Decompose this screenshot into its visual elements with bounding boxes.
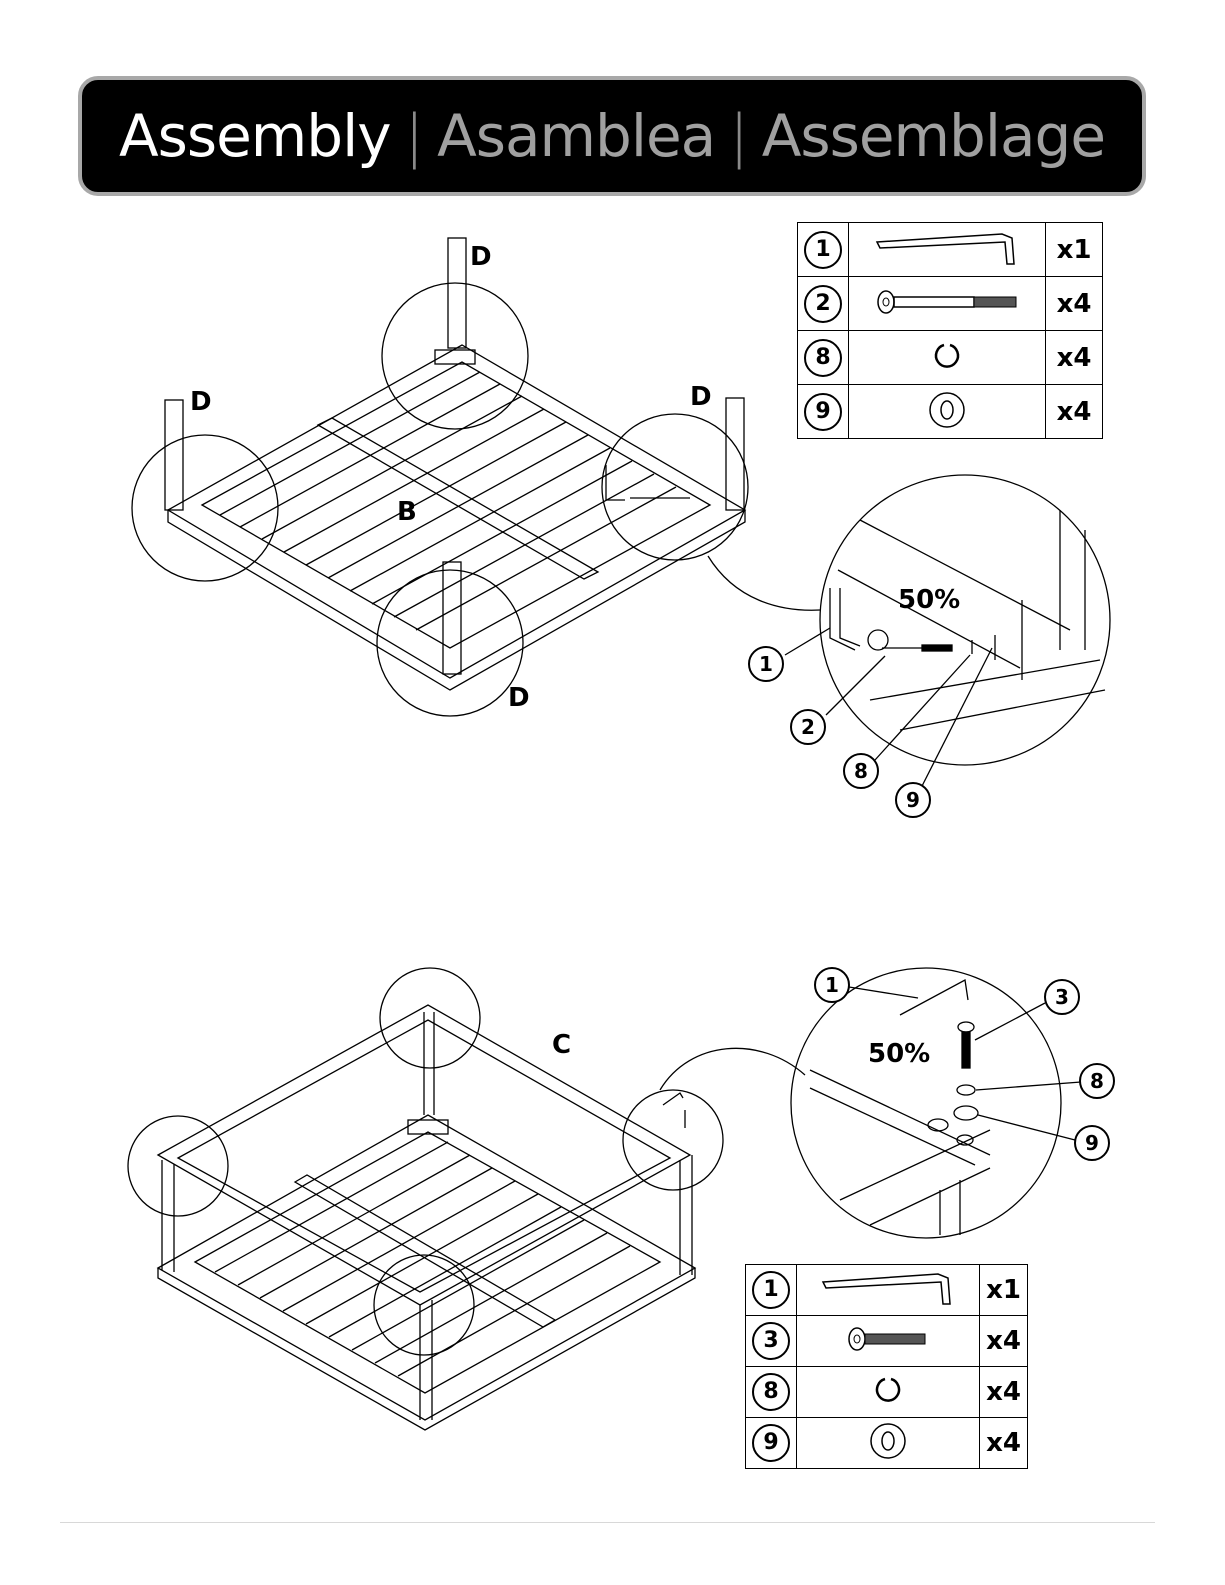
detail-circle	[374, 1255, 474, 1355]
callout-number: 1	[825, 973, 839, 997]
footer-divider	[60, 1522, 1155, 1523]
part-number: 1	[752, 1271, 790, 1309]
flat-washer-icon	[849, 385, 1046, 439]
parts-row: 8 x4	[746, 1367, 1028, 1418]
part-number: 1	[804, 231, 842, 269]
part-number: 3	[752, 1322, 790, 1360]
part-number: 9	[804, 393, 842, 431]
part-number: 9	[752, 1424, 790, 1462]
lock-washer-icon	[849, 331, 1046, 385]
lower-frame-outer	[158, 1115, 695, 1420]
part-number: 2	[804, 285, 842, 323]
part-quantity: x4	[1046, 331, 1103, 385]
allen-key-icon	[849, 223, 1046, 277]
parts-row: 9 x4	[746, 1418, 1028, 1469]
detail-percent: 50%	[868, 1039, 930, 1069]
parts-row: 1 x1	[798, 223, 1103, 277]
callout-number: 9	[1085, 1131, 1099, 1155]
long-bolt-icon	[849, 277, 1046, 331]
allen-key-icon	[797, 1265, 980, 1316]
detail-connector	[660, 1048, 805, 1090]
part-quantity: x4	[980, 1418, 1028, 1469]
part-quantity: x4	[1046, 277, 1103, 331]
parts-table-step1: 1 x1 2 x4 8 x4 9 x4	[797, 222, 1103, 439]
parts-row: 2 x4	[798, 277, 1103, 331]
parts-row: 9 x4	[798, 385, 1103, 439]
callout-number: 8	[1090, 1069, 1104, 1093]
part-quantity: x4	[980, 1316, 1028, 1367]
parts-row: 1 x1	[746, 1265, 1028, 1316]
part-number: 8	[804, 339, 842, 377]
parts-row: 3 x4	[746, 1316, 1028, 1367]
flat-washer-icon	[797, 1418, 980, 1469]
callout-number: 3	[1055, 985, 1069, 1009]
part-quantity: x1	[1046, 223, 1103, 277]
parts-table-step2: 1 x1 3 x4 8 x4 9 x4	[745, 1264, 1028, 1469]
part-quantity: x1	[980, 1265, 1028, 1316]
short-bolt-icon	[797, 1316, 980, 1367]
detail-circle	[380, 968, 480, 1068]
part-number: 8	[752, 1373, 790, 1411]
part-quantity: x4	[980, 1367, 1028, 1418]
parts-row: 8 x4	[798, 331, 1103, 385]
zoom-detail-circle	[791, 968, 1061, 1238]
part-label-c: C	[552, 1030, 571, 1060]
part-quantity: x4	[1046, 385, 1103, 439]
lock-washer-icon	[797, 1367, 980, 1418]
